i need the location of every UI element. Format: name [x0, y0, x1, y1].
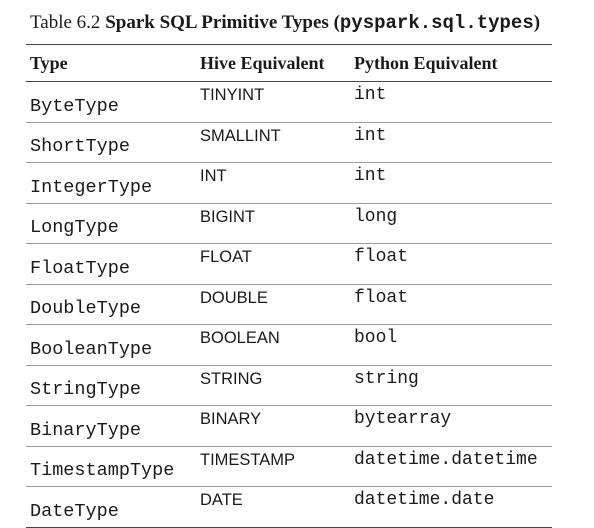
hive-cell: SMALLINT: [196, 122, 350, 163]
python-cell: float: [350, 284, 552, 325]
type-cell: StringType: [26, 365, 196, 406]
header-hive-equivalent: Hive Equivalent: [196, 45, 350, 82]
hive-cell: BINARY: [196, 405, 350, 447]
python-cell: datetime.datetime: [350, 446, 552, 487]
python-cell: string: [350, 365, 552, 406]
type-cell: DateType: [26, 486, 196, 528]
hive-cell: FLOAT: [196, 243, 350, 285]
type-cell: LongType: [26, 203, 196, 244]
python-cell: int: [350, 81, 552, 123]
python-cell: float: [350, 243, 552, 285]
table-header-row: Type Hive Equivalent Python Equivalent: [26, 45, 552, 82]
caption-close-paren: ): [533, 12, 541, 33]
header-python-equivalent: Python Equivalent: [350, 45, 552, 82]
header-type: Type: [26, 45, 196, 82]
hive-cell: BIGINT: [196, 203, 350, 244]
hive-cell: TIMESTAMP: [196, 446, 350, 487]
python-cell: datetime.date: [350, 486, 552, 528]
type-cell: ByteType: [26, 81, 196, 123]
python-cell: int: [350, 122, 552, 163]
table-top-rule: [26, 44, 552, 45]
caption-module: pyspark.sql.types: [339, 12, 534, 34]
type-cell: TimestampType: [26, 446, 196, 487]
type-cell: BinaryType: [26, 405, 196, 447]
spark-types-table: Type Hive Equivalent Python Equivalent B…: [26, 45, 552, 528]
python-cell: bool: [350, 324, 552, 366]
type-cell: BooleanType: [26, 324, 196, 366]
type-cell: IntegerType: [26, 162, 196, 204]
caption-number: Table 6.2: [30, 12, 106, 33]
caption-title: Spark SQL Primitive Types (: [105, 12, 340, 33]
type-cell: DoubleType: [26, 284, 196, 325]
type-cell: FloatType: [26, 243, 196, 285]
hive-cell: DOUBLE: [196, 284, 350, 325]
table-caption: Table 6.2 Spark SQL Primitive Types (pys…: [30, 12, 540, 34]
hive-cell: INT: [196, 162, 350, 204]
python-cell: int: [350, 162, 552, 204]
python-cell: bytearray: [350, 405, 552, 447]
hive-cell: STRING: [196, 365, 350, 406]
hive-cell: TINYINT: [196, 81, 350, 123]
python-cell: long: [350, 203, 552, 244]
hive-cell: DATE: [196, 486, 350, 528]
type-cell: ShortType: [26, 122, 196, 163]
hive-cell: BOOLEAN: [196, 324, 350, 366]
